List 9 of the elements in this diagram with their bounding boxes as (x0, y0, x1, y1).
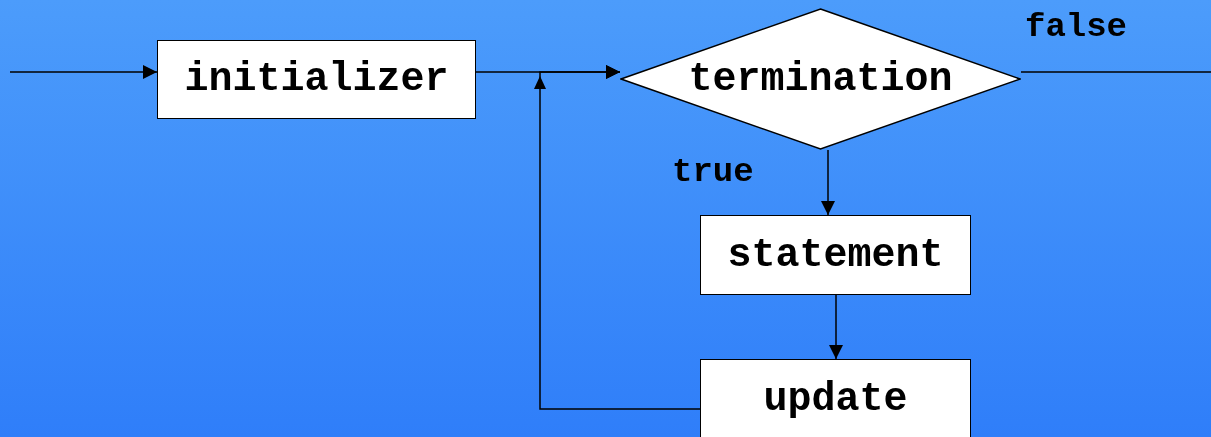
node-label: statement (727, 232, 944, 278)
node-label: update (763, 376, 908, 422)
node-label: initializer (184, 57, 449, 102)
process-box (157, 40, 476, 119)
edge-label: true (672, 153, 754, 191)
edge-label: false (1025, 8, 1128, 46)
process-box (700, 215, 971, 295)
node-label: termination (688, 56, 953, 102)
process-box (700, 359, 971, 437)
